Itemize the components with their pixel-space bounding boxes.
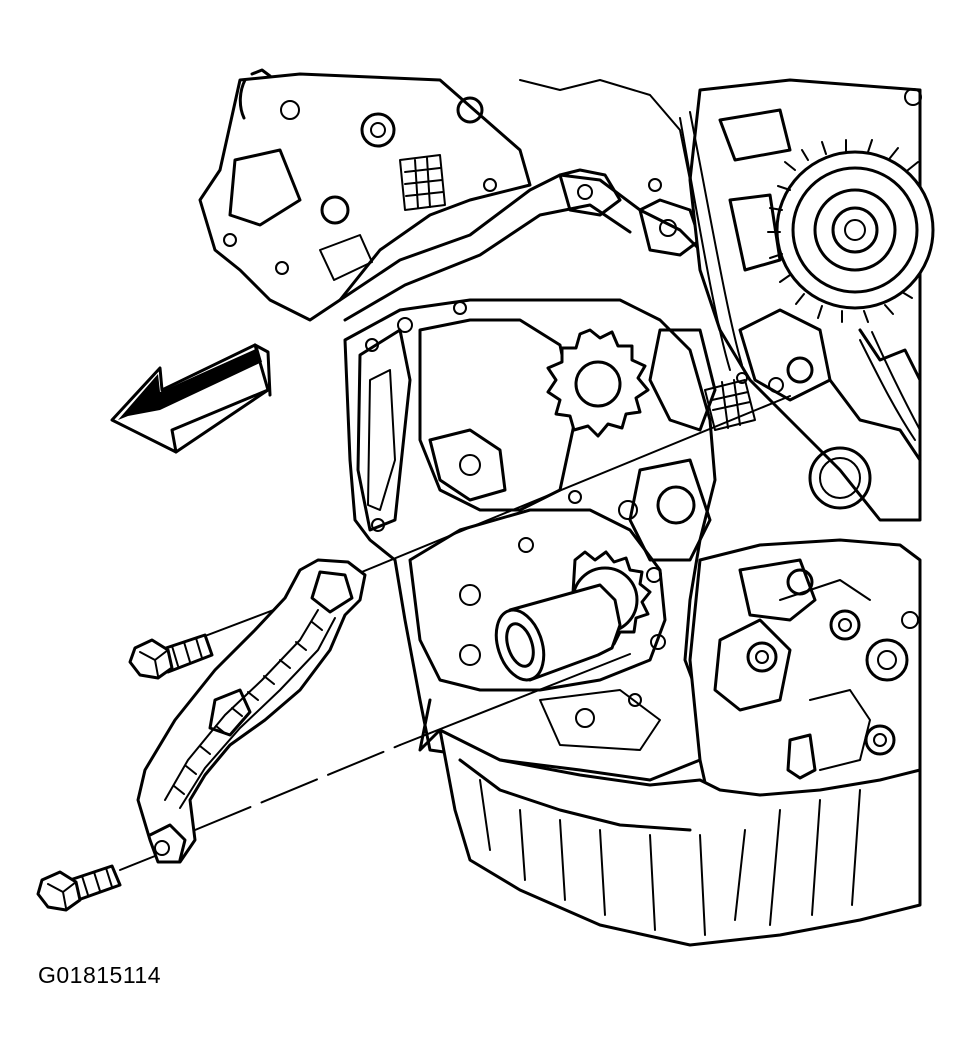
engine-front-face (343, 298, 784, 782)
guide-bolt-upper (128, 633, 214, 680)
oil-pan (418, 689, 922, 947)
cylinder-head-left (198, 68, 532, 322)
figure-id-label: G01815114 (38, 962, 162, 988)
guide-bolt-lower (36, 864, 122, 912)
timing-chain (679, 111, 921, 441)
engine-block-upper (338, 79, 702, 322)
crankshaft-nose (494, 583, 622, 682)
arrow-left-icon (110, 343, 272, 454)
cylinder-head-right (688, 78, 935, 522)
timing-chain-guide (136, 558, 367, 864)
engine-exploded-diagram (36, 68, 935, 947)
upper-sprocket (546, 328, 650, 438)
